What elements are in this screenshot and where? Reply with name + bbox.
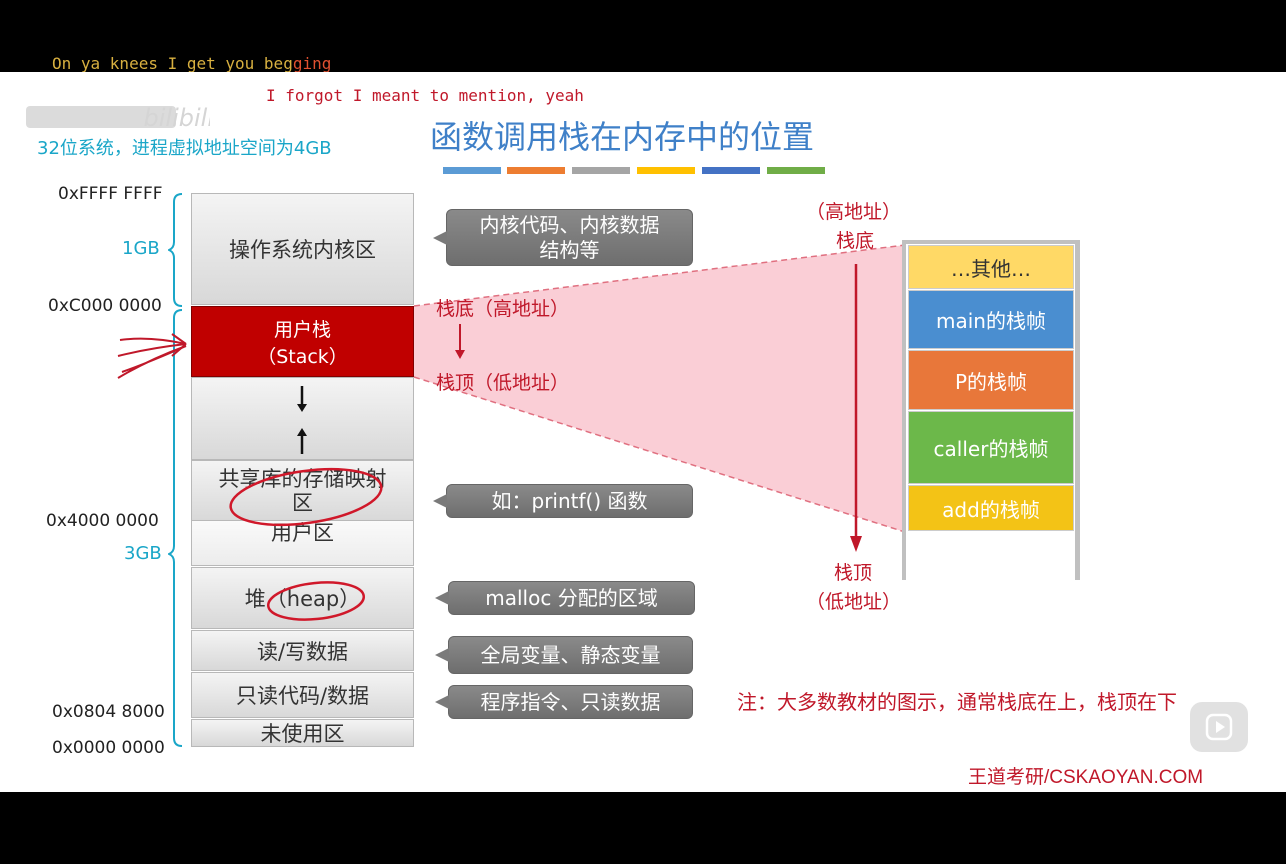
color-bar bbox=[702, 167, 760, 174]
callout-malloc: malloc 分配的区域 bbox=[435, 581, 695, 615]
frame-other: …其他… bbox=[908, 245, 1074, 289]
frame-add-label: add的栈帧 bbox=[942, 497, 1040, 522]
frame-p-label: P的栈帧 bbox=[954, 369, 1028, 394]
address-top: 0xFFFF FFFF bbox=[58, 184, 163, 204]
segment-kernel-label: 操作系统内核区 bbox=[229, 238, 376, 262]
frames-container bbox=[902, 240, 1080, 580]
segment-rw-data-label: 读/写数据 bbox=[256, 639, 349, 664]
callout-printf: 如：printf() 函数 bbox=[433, 484, 693, 518]
frame-caller-label: caller的栈帧 bbox=[933, 437, 1049, 461]
color-bar bbox=[637, 167, 695, 174]
segment-heap-label: 堆（heap） bbox=[244, 587, 361, 611]
segment-ro-data-label: 只读代码/数据 bbox=[235, 684, 370, 708]
callout-malloc-text: malloc 分配的区域 bbox=[485, 585, 658, 610]
right-low-addr-label: （低地址） bbox=[806, 591, 902, 613]
slide-title: 函数调用栈在内存中的位置 bbox=[430, 118, 815, 156]
frame-caller: caller的栈帧 bbox=[908, 411, 1074, 484]
label-3gb: 3GB bbox=[124, 543, 162, 564]
frame-other-label: …其他… bbox=[951, 256, 1031, 281]
play-icon bbox=[1205, 713, 1233, 741]
right-direction-arrow bbox=[850, 264, 862, 552]
segment-stack-label-1: 用户栈 bbox=[273, 318, 331, 341]
lyric-line-1-tail: ging bbox=[292, 54, 332, 73]
growth-arrows bbox=[297, 386, 307, 454]
right-high-addr-label: （高地址） bbox=[806, 201, 902, 223]
stack-top-label: 栈顶（低地址） bbox=[436, 372, 570, 394]
frame-main-label: main的栈帧 bbox=[936, 309, 1046, 333]
right-stack-top-label: 栈顶 bbox=[834, 562, 873, 584]
segment-rw-data: 读/写数据 bbox=[191, 630, 414, 671]
right-stack-bottom-label: 栈底 bbox=[836, 230, 875, 252]
address-shared-lib: 0x4000 0000 bbox=[46, 511, 159, 531]
segment-unused-label: 未使用区 bbox=[260, 722, 345, 746]
segment-stack-label-2: （Stack） bbox=[257, 345, 348, 368]
brand-label: 王道考研/CSKAOYAN.COM bbox=[968, 767, 1204, 788]
frame-add: add的栈帧 bbox=[908, 485, 1074, 531]
callout-globals: 全局变量、静态变量 bbox=[435, 636, 693, 674]
callout-kernel-line-1: 内核代码、内核数据 bbox=[479, 212, 660, 237]
callout-instructions-text: 程序指令、只读数据 bbox=[480, 689, 661, 714]
segment-kernel: 操作系统内核区 bbox=[191, 193, 414, 305]
segment-shared-lib-label-2: 区 bbox=[292, 491, 313, 515]
segment-user-stack: 用户栈 （Stack） bbox=[191, 306, 414, 377]
segment-ro-data: 只读代码/数据 bbox=[191, 672, 414, 718]
textbook-note: 注：大多数教材的图示，通常栈底在上，栈顶在下 bbox=[737, 690, 1177, 714]
watermark-text: bilibili bbox=[144, 104, 210, 132]
color-bar bbox=[443, 167, 501, 174]
frame-p: P的栈帧 bbox=[908, 350, 1074, 410]
play-button[interactable] bbox=[1190, 702, 1248, 752]
frame-main: main的栈帧 bbox=[908, 290, 1074, 349]
bilibili-logo: bilibili bbox=[26, 104, 210, 132]
slide-subtitle: 32位系统，进程虚拟地址空间为4GB bbox=[37, 138, 332, 159]
address-zero: 0x0000 0000 bbox=[52, 738, 165, 758]
callout-instructions: 程序指令、只读数据 bbox=[435, 685, 693, 719]
color-bar bbox=[767, 167, 825, 174]
lyric-line-2: I forgot I meant to mention, yeah bbox=[266, 86, 584, 105]
stack-direction-arrow bbox=[455, 324, 465, 359]
callout-globals-text: 全局变量、静态变量 bbox=[480, 642, 661, 667]
callout-kernel: 内核代码、内核数据 结构等 bbox=[433, 209, 693, 266]
address-kernel-boundary: 0xC000 0000 bbox=[48, 296, 162, 316]
segment-heap: 堆（heap） bbox=[191, 567, 414, 629]
color-bar bbox=[507, 167, 565, 174]
label-1gb: 1GB bbox=[122, 238, 160, 259]
segment-unused: 未使用区 bbox=[191, 719, 414, 747]
lyric-line-1: On ya knees I get you begging bbox=[52, 54, 331, 73]
stack-bottom-label: 栈底（高地址） bbox=[436, 298, 570, 320]
address-brackets bbox=[168, 193, 183, 747]
address-text-start: 0x0804 8000 bbox=[52, 702, 165, 722]
callout-printf-text: 如：printf() 函数 bbox=[491, 488, 648, 513]
color-bar bbox=[572, 167, 630, 174]
lyric-line-1-main: On ya knees I get you beg bbox=[52, 54, 293, 73]
callout-kernel-line-2: 结构等 bbox=[539, 237, 600, 262]
